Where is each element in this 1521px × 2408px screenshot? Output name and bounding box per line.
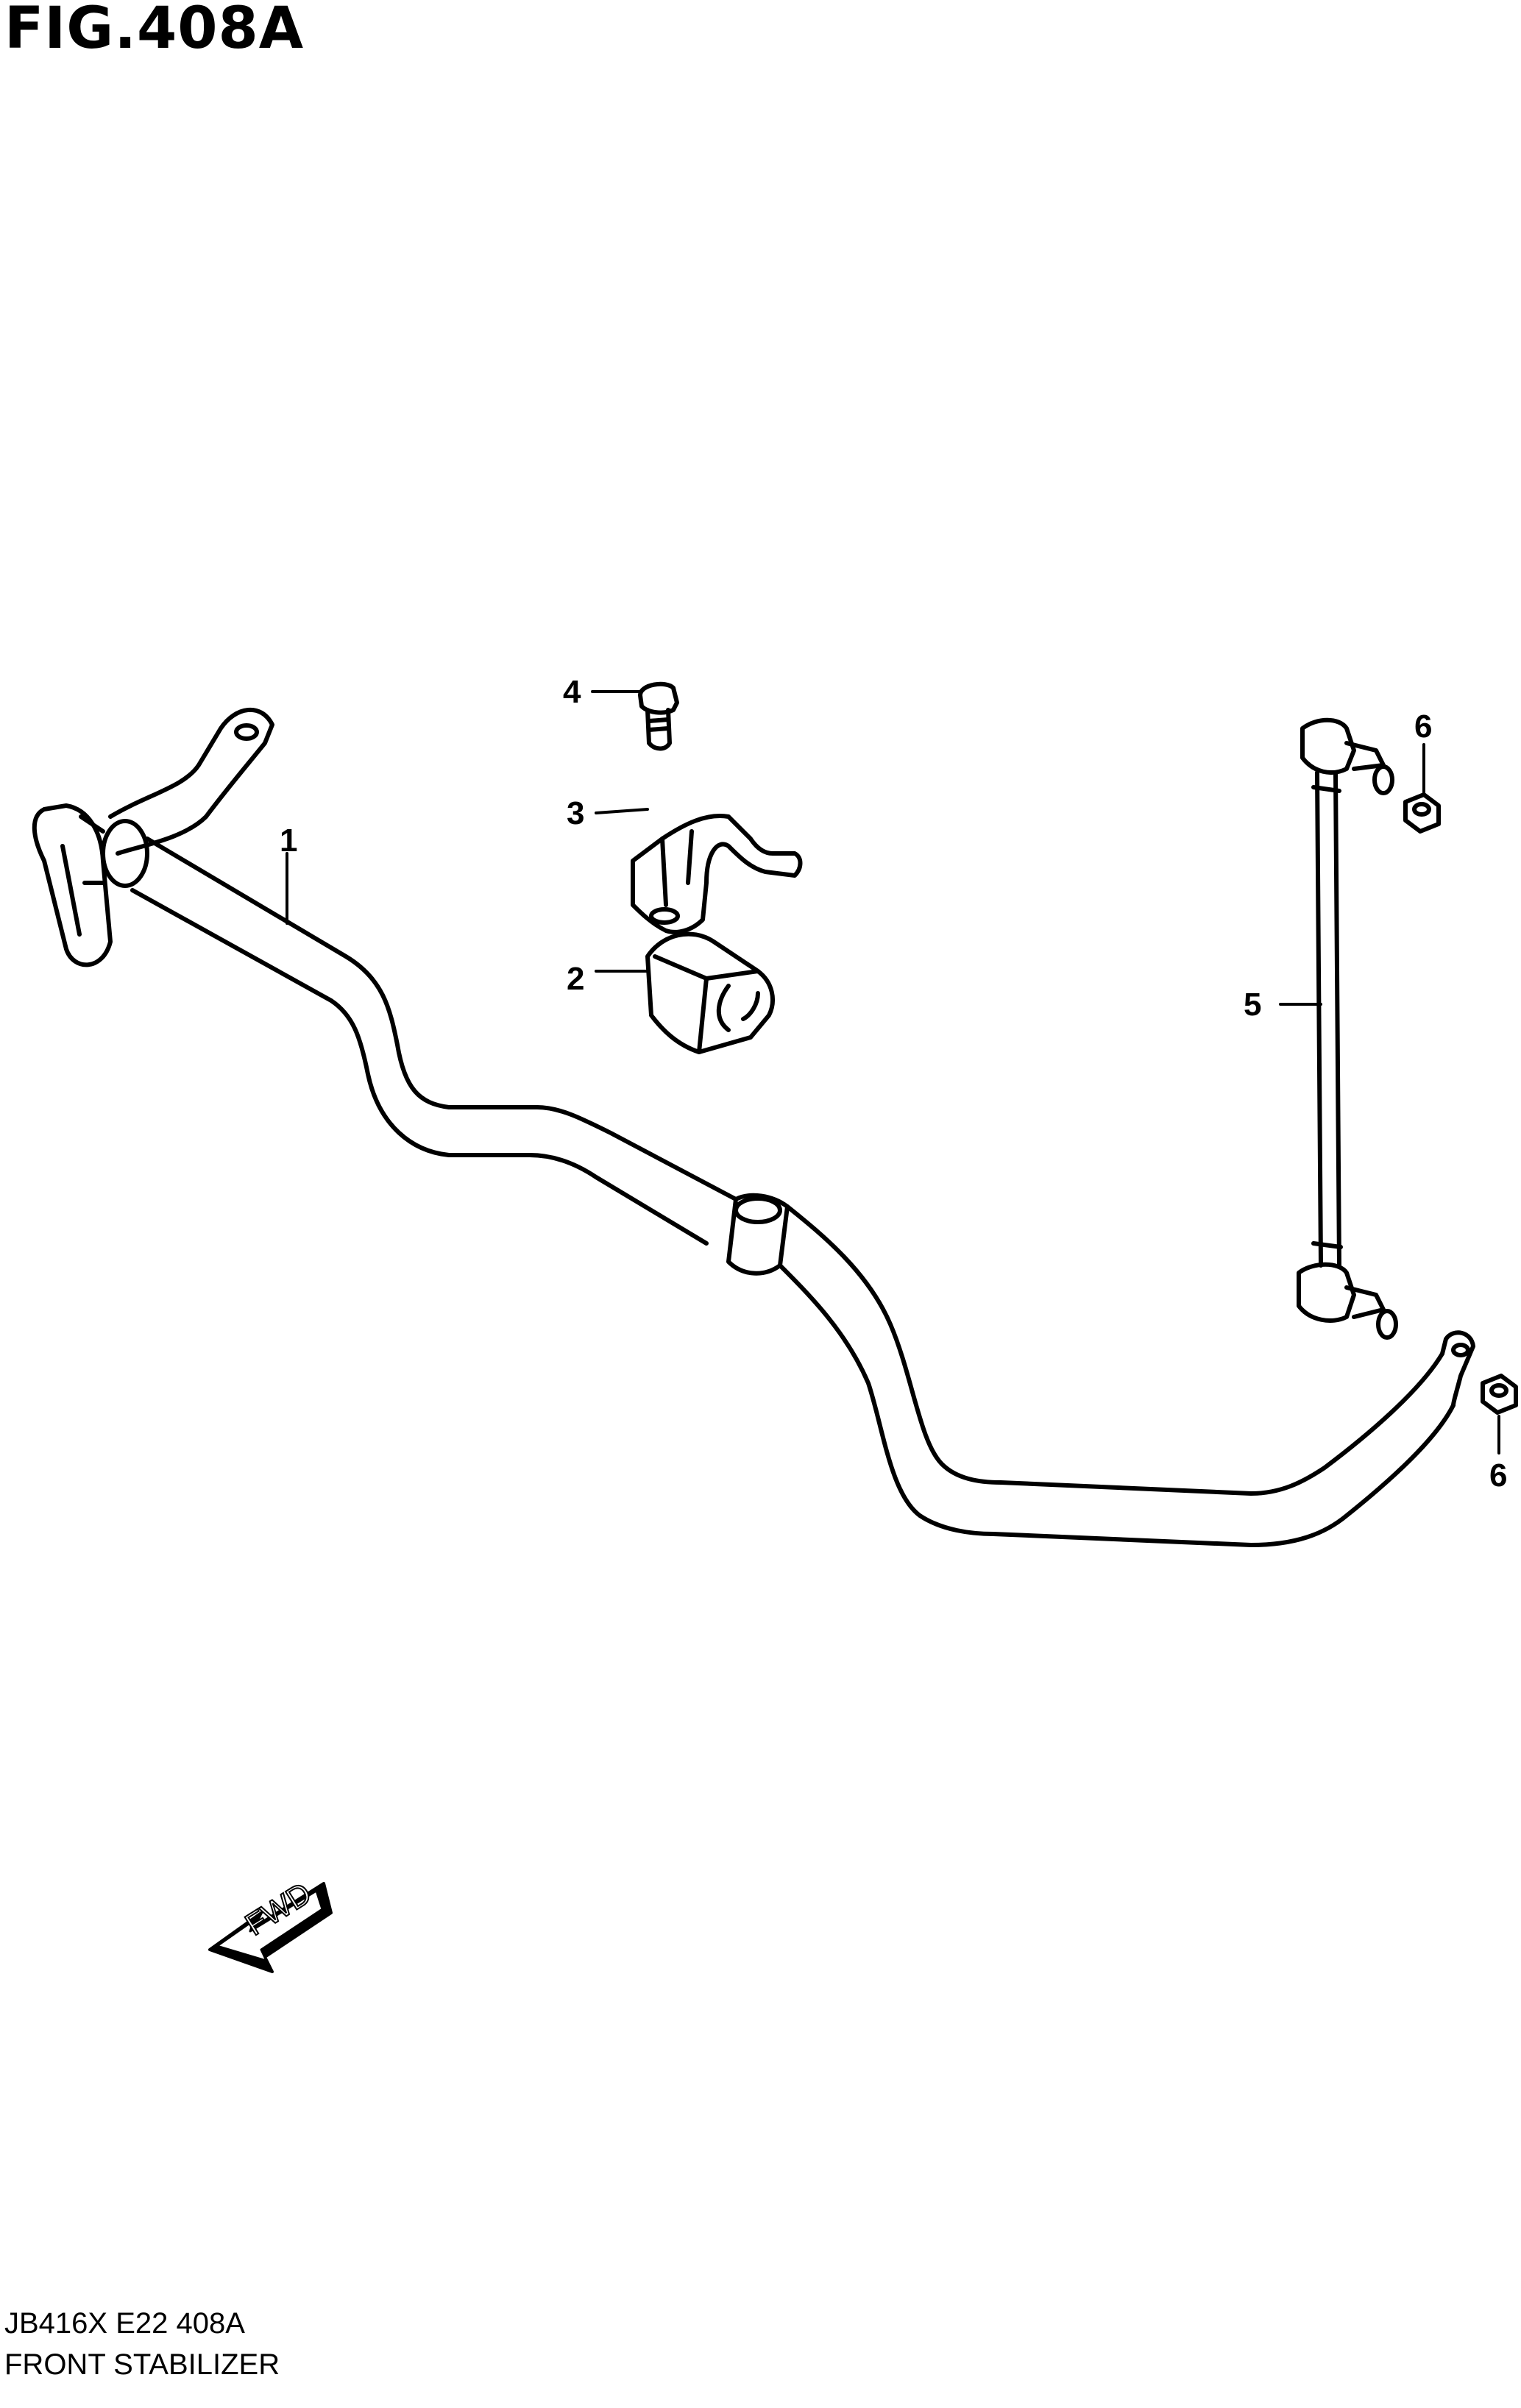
stabilizer-bar <box>32 707 1475 1547</box>
figure-name: FRONT STABILIZER <box>4 2348 280 2381</box>
figure-title: FIG.408A <box>4 0 305 62</box>
nut-lower <box>1481 1374 1518 1415</box>
callout-6-lower: 6 <box>1489 1457 1507 1494</box>
leader-lines <box>286 690 1500 1455</box>
forward-direction-arrow: FWD <box>208 1875 333 1973</box>
bushing <box>645 931 775 1054</box>
bracket <box>631 814 803 934</box>
callout-4: 4 <box>563 674 581 710</box>
callout-2: 2 <box>567 961 584 997</box>
callout-5: 5 <box>1244 987 1261 1023</box>
bolt <box>638 681 679 751</box>
callout-3: 3 <box>567 795 584 831</box>
figure-code: JB416X E22 408A <box>4 2307 245 2340</box>
stabilizer-link <box>1297 717 1398 1340</box>
callout-1: 1 <box>280 823 297 859</box>
nut-upper <box>1403 792 1441 834</box>
callout-6-upper: 6 <box>1414 708 1432 745</box>
